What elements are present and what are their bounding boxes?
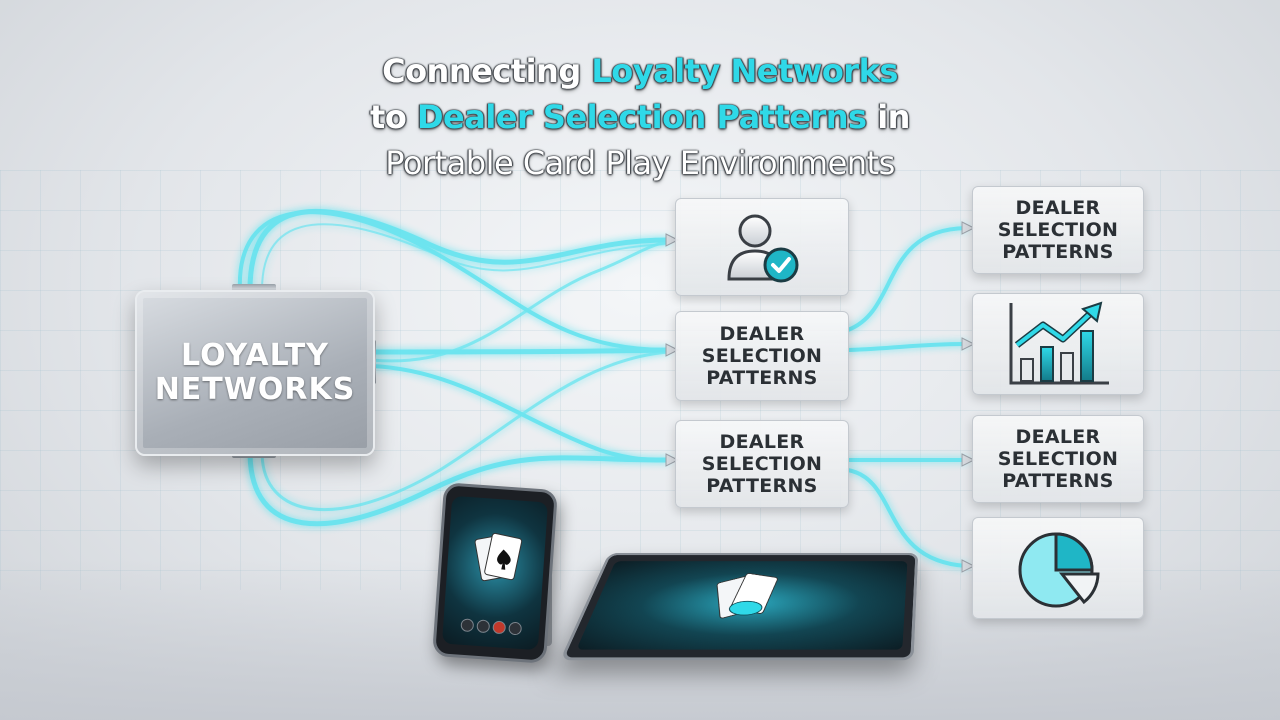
page-title: Connecting Loyalty Networks to Dealer Se…	[0, 48, 1280, 186]
arrow-head-dealer-card-2	[665, 453, 680, 467]
flow-hub-top-to-user-card	[247, 208, 671, 293]
flow-dealer-2-to-pie	[846, 468, 968, 568]
hub-port-top	[232, 284, 276, 294]
user-check-icon	[727, 214, 799, 283]
arrow-head-user-card	[665, 233, 680, 247]
title-line-1: Connecting Loyalty Networks	[382, 52, 898, 90]
flow-hub-bottom-to-dealer-card-2	[247, 449, 671, 527]
arrow-head-bar-chart	[961, 337, 976, 351]
pie-chart-card	[972, 517, 1144, 619]
flow-dealer-1-to-right-dealer	[846, 226, 968, 332]
tablet-cards-icon	[559, 552, 919, 661]
user-check-card	[675, 198, 849, 296]
dealer-selection-label: DEALER SELECTION PATTERNS	[997, 197, 1119, 263]
title-line-3: Portable Card Play Environments	[385, 144, 895, 182]
dealer-selection-card-middle-1: DEALER SELECTION PATTERNS	[675, 311, 849, 401]
tablet-playing-cards-icon	[579, 561, 900, 644]
arrow-head-right-dealer-2	[961, 453, 976, 467]
flow-hub-right-to-dealer-card-1	[369, 347, 671, 355]
title-line-2: to Dealer Selection Patterns in	[370, 98, 910, 136]
arrow-head-pie-chart	[961, 559, 976, 573]
flow-hub-right-to-dealer-card-2	[370, 364, 670, 462]
rising-bar-chart-icon	[1009, 301, 1109, 385]
flow-hub-right-cross-up	[370, 240, 670, 363]
smartphone-cards-icon	[432, 482, 558, 664]
arrow-head-right-dealer-1	[961, 221, 976, 235]
phone-screen	[441, 495, 549, 651]
arrow-head-dealer-card-1	[665, 343, 680, 357]
flow-hub-top-to-dealer-card-1	[237, 210, 670, 352]
dealer-selection-card-right-2: DEALER SELECTION PATTERNS	[972, 415, 1144, 503]
dealer-selection-card-right-1: DEALER SELECTION PATTERNS	[972, 186, 1144, 274]
bar-chart-card	[972, 293, 1144, 395]
pie-chart-icon	[1018, 532, 1100, 608]
dealer-selection-label: DEALER SELECTION PATTERNS	[701, 323, 823, 389]
flow-hub-bottom-to-dealer-card-1	[260, 350, 670, 511]
dealer-selection-label: DEALER SELECTION PATTERNS	[997, 426, 1119, 492]
playing-cards-icon	[460, 532, 523, 636]
dealer-selection-label: DEALER SELECTION PATTERNS	[701, 431, 823, 497]
tablet-screen	[576, 561, 908, 650]
dealer-selection-card-middle-2: DEALER SELECTION PATTERNS	[675, 420, 849, 508]
flow-dealer-1-to-bar-chart	[846, 342, 968, 352]
